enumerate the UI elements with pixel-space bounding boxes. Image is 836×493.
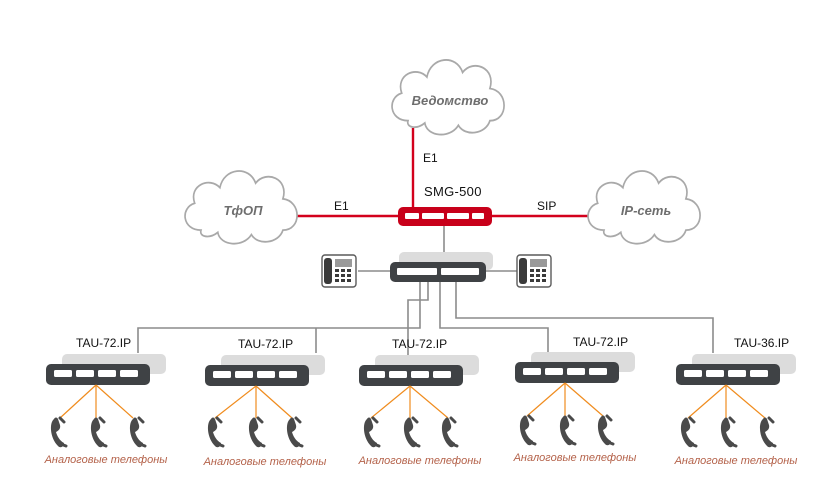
trunk-links: [286, 128, 604, 218]
tau-2-phones-caption: Аналоговые телефоны: [203, 456, 327, 468]
cloud-vedomstvo-label: Ведомство: [412, 93, 489, 108]
label-e1-top: E1: [423, 151, 438, 165]
tau4-link: [439, 282, 549, 353]
tau-group-2: TAU-72.IP Аналоговые телефоны: [203, 337, 327, 468]
lan-links: [137, 224, 714, 364]
ip-phone-left: [321, 254, 357, 288]
tau-group-1: TAU-72.IP Аналоговые телефоны: [44, 336, 168, 466]
tau-4-label: TAU-72.IP: [573, 335, 628, 349]
tau-group-5: TAU-36.IP Аналоговые телефоны: [674, 336, 798, 467]
tau-1-phones-caption: Аналоговые телефоны: [44, 454, 168, 466]
smg-label: SMG-500: [424, 184, 482, 199]
tau-3-label: TAU-72.IP: [392, 337, 447, 351]
tau1-link: [137, 282, 421, 353]
tau-4-phones-caption: Аналоговые телефоны: [513, 452, 637, 464]
tau-5-label: TAU-36.IP: [734, 336, 789, 350]
tau5-link: [455, 282, 714, 353]
tau-group-4: TAU-72.IP Аналоговые телефоны: [513, 335, 637, 464]
tau-3-phones-caption: Аналоговые телефоны: [358, 455, 482, 467]
ip-phone-right: [516, 254, 552, 288]
cloud-tfop-label: ТфОП: [224, 203, 264, 218]
tau-2-label: TAU-72.IP: [238, 337, 293, 351]
label-sip: SIP: [537, 199, 556, 213]
cloud-ip-network-label: IP-сеть: [621, 203, 671, 218]
tau-5-phones-caption: Аналоговые телефоны: [674, 455, 798, 467]
tau-1-label: TAU-72.IP: [76, 336, 131, 350]
tau-group-3: TAU-72.IP Аналоговые телефоны: [358, 337, 482, 467]
smg-device: [398, 207, 492, 226]
tau3-link: [407, 282, 429, 364]
core-switch: [390, 252, 493, 282]
label-e1-left: E1: [334, 199, 349, 213]
